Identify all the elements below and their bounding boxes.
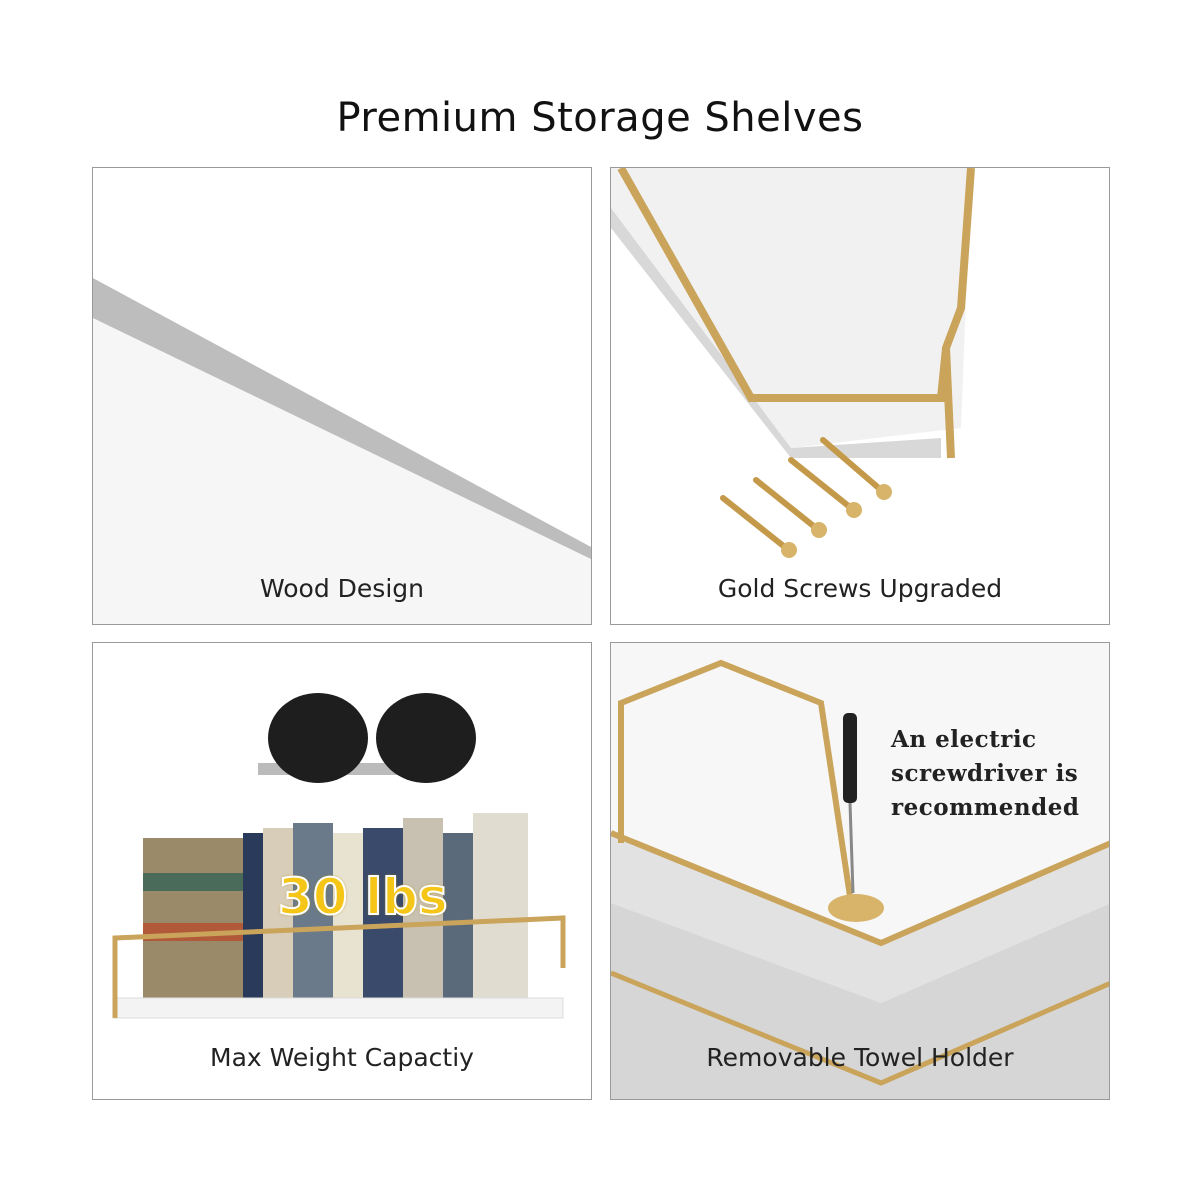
weight-badge: 30 lbs xyxy=(277,867,449,927)
panel-wood-design: Wood Design xyxy=(92,167,592,625)
panel-towel-holder: An electric screwdriver is recommended R… xyxy=(610,642,1110,1100)
loaded-shelf-image xyxy=(93,643,591,1099)
note-line: An electric xyxy=(891,726,1037,753)
towel-holder-image xyxy=(611,643,1109,1099)
caption-towel-holder: Removable Towel Holder xyxy=(706,1043,1014,1072)
page-title: Premium Storage Shelves xyxy=(336,95,864,141)
books-image xyxy=(143,813,528,998)
screw-icons xyxy=(720,437,884,551)
wood-shelf-image xyxy=(93,168,591,624)
dumbbell-icon xyxy=(258,693,476,783)
screwdriver-note: An electric screwdriver is recommended xyxy=(891,723,1079,825)
note-line: screwdriver is xyxy=(891,760,1079,787)
caption-wood-design: Wood Design xyxy=(260,574,424,603)
panel-max-weight: 30 lbs Max Weight Capactiy xyxy=(92,642,592,1100)
screwdriver-icon xyxy=(843,713,857,803)
gold-bracket-screws-image xyxy=(611,168,1109,624)
caption-gold-screws: Gold Screws Upgraded xyxy=(717,574,1003,603)
note-line: recommended xyxy=(891,794,1080,821)
caption-max-weight: Max Weight Capactiy xyxy=(210,1043,474,1072)
panel-gold-screws: Gold Screws Upgraded xyxy=(610,167,1110,625)
